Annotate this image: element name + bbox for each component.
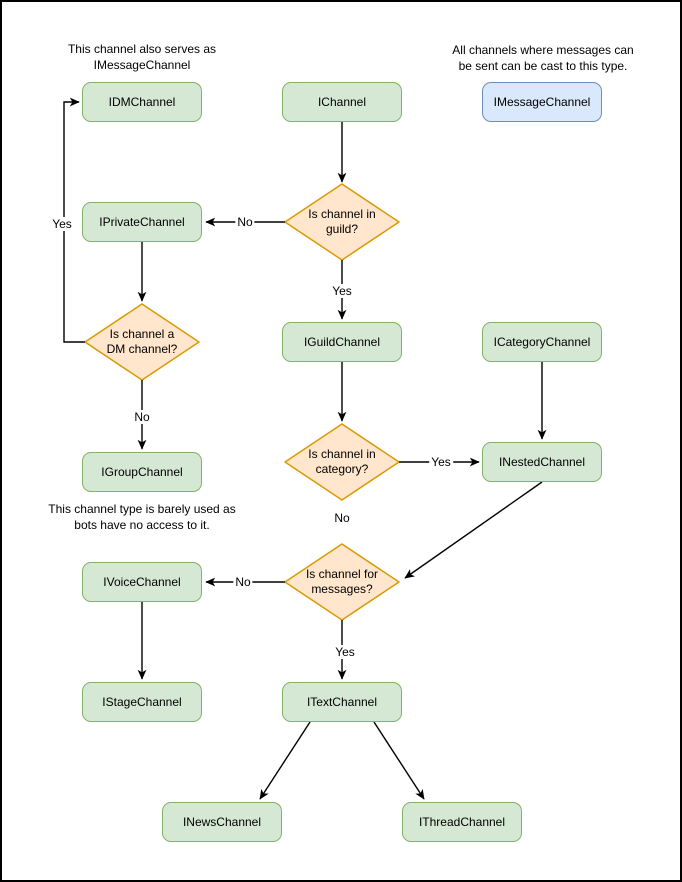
- node-icategorychannel: ICategoryChannel: [482, 322, 602, 362]
- edge-label-messages-yes: Yes: [333, 645, 357, 659]
- edge-inested-to-for-messages: [404, 481, 543, 579]
- decision-in-guild-label: Is channel in guild?: [308, 207, 376, 236]
- edge-label-guild-yes: Yes: [330, 284, 354, 298]
- node-ithreadchannel: IThreadChannel: [402, 802, 522, 842]
- edge-label-category-yes: Yes: [429, 455, 453, 469]
- edge-label-category-no: No: [332, 511, 352, 525]
- decision-in-category-shape: [284, 423, 400, 501]
- edge-label-guild-no: No: [235, 215, 255, 229]
- node-ichannel: IChannel: [282, 82, 402, 122]
- edge-label-dm-yes: Yes: [50, 217, 74, 231]
- decision-in-category-label: Is channel in category?: [308, 447, 376, 476]
- node-ivoicechannel: IVoiceChannel: [82, 562, 202, 602]
- note-igroupchannel: This channel type is barely used as bots…: [48, 502, 236, 532]
- node-imessagechannel: IMessageChannel: [482, 82, 602, 122]
- node-istagechannel: IStageChannel: [82, 682, 202, 722]
- note-imessagechannel: All channels where messages can be sent …: [452, 43, 634, 73]
- node-iguildchannel: IGuildChannel: [282, 322, 402, 362]
- node-inewschannel: INewsChannel: [162, 802, 282, 842]
- edge-itext-to-inews: [259, 721, 311, 800]
- edge-label-messages-no: No: [233, 575, 253, 589]
- node-iprivatechannel: IPrivateChannel: [82, 202, 202, 242]
- node-igroupchannel: IGroupChannel: [82, 452, 202, 492]
- node-itextchannel: ITextChannel: [282, 682, 402, 722]
- node-idmchannel: IDMChannel: [82, 82, 202, 122]
- node-inestedchannel: INestedChannel: [482, 442, 602, 482]
- note-idmchannel: This channel also serves as IMessageChan…: [67, 42, 217, 72]
- decision-is-dm-label: Is channel a DM channel?: [106, 327, 178, 356]
- edge-label-dm-no: No: [132, 410, 152, 424]
- edge-itext-to-ithread: [373, 721, 425, 800]
- decision-for-messages-label: Is channel for messages?: [305, 567, 379, 596]
